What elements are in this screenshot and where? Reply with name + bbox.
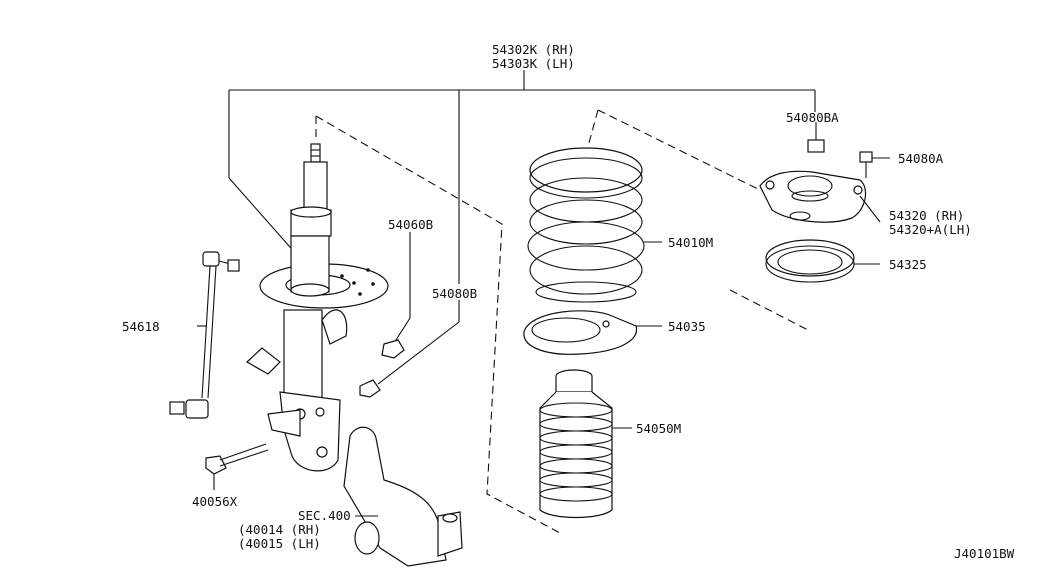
label-bound-bumper: 54050M <box>636 421 681 436</box>
nut-54060b <box>381 232 411 359</box>
label-bearing: 54325 <box>889 257 927 272</box>
label-spring-seat: 54035 <box>668 319 706 334</box>
label-knuckle-rh: (40014 (RH) <box>238 522 321 537</box>
label-nut-54060b: 54060B <box>388 217 433 232</box>
label-knuckle-lh: (40015 (LH) <box>238 536 321 551</box>
nut-54080b <box>359 379 381 398</box>
label-diagram-code: J40101BW <box>954 546 1015 561</box>
label-strut-assembly-lh: 54303K (LH) <box>492 56 575 71</box>
mount-bolt-54080a <box>859 151 890 178</box>
label-coil-spring: 54010M <box>668 235 713 250</box>
label-section-ref: SEC.400 <box>298 508 351 523</box>
bumper-nut-54080ba <box>807 122 825 153</box>
dashed-group-outlines <box>315 109 809 534</box>
knuckle-bolt <box>205 443 269 490</box>
steering-knuckle <box>343 426 463 567</box>
assembly-bracket-lines <box>228 70 816 385</box>
spring-seat <box>523 310 662 355</box>
mount-insulator <box>759 170 881 223</box>
label-mount-insulator-lh: 54320+A(LH) <box>889 222 972 237</box>
coil-spring <box>527 147 662 303</box>
label-mount-bolt: 54080A <box>898 151 944 166</box>
bearing <box>765 239 880 283</box>
label-mount-insulator-rh: 54320 (RH) <box>889 208 964 223</box>
label-leader-lines <box>197 325 378 517</box>
label-nut-54080b: 54080B <box>432 286 477 301</box>
label-stabilizer-link: 54618 <box>122 319 160 334</box>
bound-bumper <box>539 369 632 519</box>
label-bumper-nut: 54080BA <box>786 110 839 125</box>
stabilizer-link <box>169 251 240 419</box>
strut-shock-absorber <box>245 143 389 472</box>
label-knuckle-bolt: 40056X <box>192 494 238 509</box>
label-strut-assembly-rh: 54302K (RH) <box>492 42 575 57</box>
